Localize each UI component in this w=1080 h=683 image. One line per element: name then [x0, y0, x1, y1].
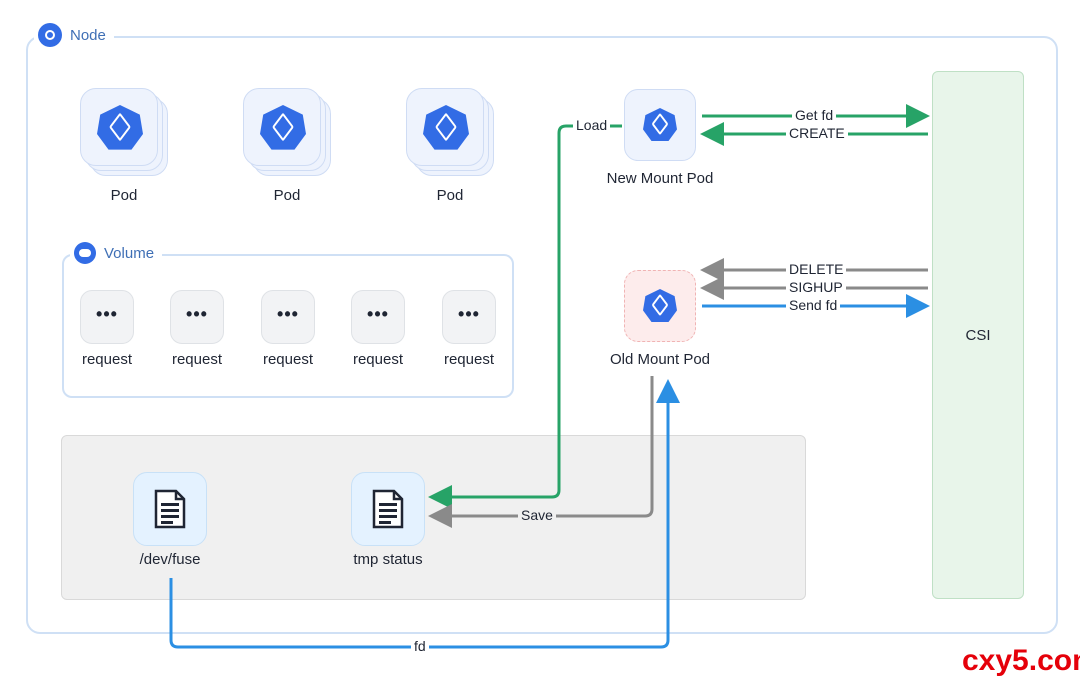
volume-legend: Volume: [70, 240, 163, 266]
load-label: Load: [573, 117, 611, 133]
document-icon: [372, 489, 404, 529]
volume-frame: [62, 254, 514, 398]
new-mount-pod-box: [624, 89, 696, 161]
ellipsis-icon: •••: [458, 303, 480, 324]
request-label: request: [443, 351, 495, 368]
request-box: •••: [80, 290, 134, 344]
sighup-label: SIGHUP: [786, 279, 846, 295]
request-box: •••: [170, 290, 224, 344]
request-label: request: [81, 351, 133, 368]
create-label: CREATE: [786, 125, 848, 141]
tmp-status-box: [351, 472, 425, 546]
delete-label: DELETE: [786, 261, 847, 277]
node-legend: Node: [34, 22, 114, 48]
dev-fuse-label: /dev/fuse: [139, 551, 201, 568]
old-mount-pod-label: Old Mount Pod: [609, 351, 711, 368]
dev-fuse-box: [133, 472, 207, 546]
pod-2: [243, 88, 333, 178]
csi-label: CSI: [965, 326, 991, 344]
get-fd-label: Get fd: [792, 107, 837, 123]
volume-label: Volume: [104, 244, 155, 262]
request-label: request: [262, 351, 314, 368]
volume-icon: [74, 242, 96, 264]
save-label: Save: [518, 507, 556, 523]
pod-label: Pod: [110, 187, 138, 204]
ellipsis-icon: •••: [186, 303, 208, 324]
request-box: •••: [442, 290, 496, 344]
new-mount-pod-label: New Mount Pod: [606, 170, 714, 187]
csi-box: CSI: [932, 71, 1024, 599]
save-arrow: [428, 376, 654, 528]
load-arrow: [428, 124, 622, 509]
pod-1: [80, 88, 170, 178]
node-label: Node: [70, 26, 106, 44]
node-frame: [26, 36, 1058, 634]
request-box: •••: [261, 290, 315, 344]
ellipsis-icon: •••: [277, 303, 299, 324]
request-label: request: [352, 351, 404, 368]
ellipsis-icon: •••: [367, 303, 389, 324]
pod-label: Pod: [273, 187, 301, 204]
send-fd-label: Send fd: [786, 297, 841, 313]
fd-label: fd: [411, 638, 429, 654]
tmp-status-label: tmp status: [353, 551, 423, 568]
request-box: •••: [351, 290, 405, 344]
request-label: request: [171, 351, 223, 368]
kubernetes-icon: [38, 23, 62, 47]
old-mount-pod-box: [624, 270, 696, 342]
watermark: cxy5.com: [962, 644, 1080, 677]
pod-3: [406, 88, 496, 178]
ellipsis-icon: •••: [96, 303, 118, 324]
document-icon: [154, 489, 186, 529]
pod-label: Pod: [436, 187, 464, 204]
